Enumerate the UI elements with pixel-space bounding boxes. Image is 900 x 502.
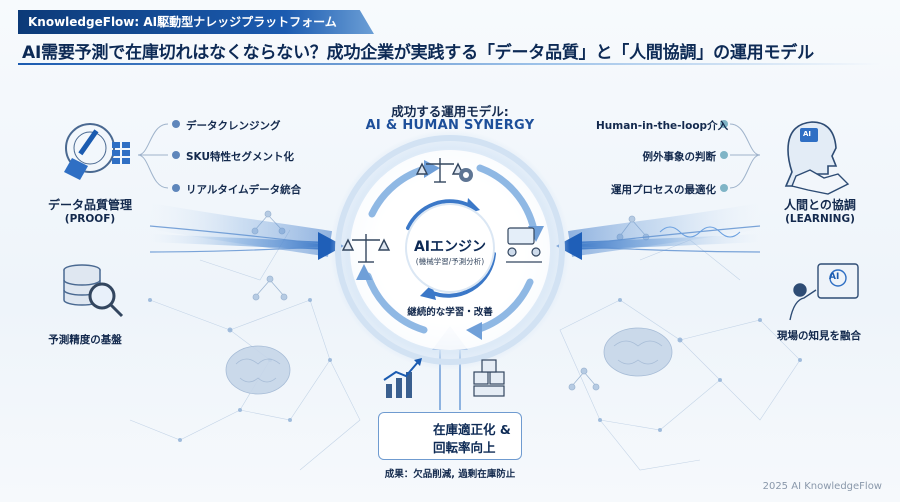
result-note: 成果：欠品削減, 過剰在庫防止 — [384, 469, 516, 480]
gear-icon-top — [459, 168, 473, 182]
left-item-sku-segmentation: SKU特性セグメント化 — [186, 151, 295, 163]
head-ai-label: AI — [803, 130, 812, 138]
ai-engine-title: AIエンジン — [413, 239, 487, 255]
result-box — [378, 412, 522, 460]
handshake-icon — [791, 169, 850, 195]
left-item-realtime-integration: リアルタイムデータ統合 — [186, 184, 302, 196]
scales-icon-left — [341, 234, 391, 263]
title-divider — [18, 63, 880, 65]
continuous-learning-label: 継続的な学習・改善 — [407, 307, 493, 318]
broom-icon — [64, 129, 99, 180]
center-model-subtitle: AI & HUMAN SYNERGY — [365, 118, 535, 133]
person-at-screen-icon — [789, 263, 859, 321]
boxes-icon — [473, 359, 505, 397]
ai-human-head-icon — [784, 121, 838, 187]
data-grid-icon — [112, 142, 130, 164]
right-section-subtitle: (LEARNING) — [785, 213, 855, 225]
left-section-title: データ品質管理 — [47, 198, 132, 212]
left-foundation-label: 予測精度の基盤 — [48, 334, 122, 346]
footer-copyright: 2025 AI KnowledgeFlow — [762, 481, 882, 492]
right-section-title: 人間との協調 — [784, 198, 856, 212]
result-line-1: 在庫適正化 & — [433, 422, 511, 437]
right-knowledge-label: 現場の知見を融合 — [777, 330, 861, 342]
left-item-data-cleansing: データクレンジング — [186, 120, 281, 132]
outer-cycle-arrows — [364, 164, 538, 334]
center-model-title: 成功する運用モデル: — [391, 104, 509, 119]
right-item-exception-judgment: 例外事象の判断 — [642, 151, 717, 163]
team-meeting-icon — [506, 227, 542, 263]
result-line-2: 回転率向上 — [433, 440, 496, 455]
brain-icon — [225, 345, 291, 395]
right-item-process-optimization: 運用プロセスの最適化 — [611, 184, 716, 196]
scales-icon-top — [415, 158, 465, 183]
right-item-human-in-the-loop: Human-in-the-loop介入 — [596, 120, 729, 132]
brand-tag: KnowledgeFlow: AI駆動型ナレッジプラットフォーム — [18, 10, 374, 34]
screen-ai-label: AI — [829, 272, 840, 282]
page-title: AI需要予測で在庫切れはなくならない？成功企業が実践する「データ品質」と「人間協… — [22, 43, 814, 63]
magnifier-icon — [88, 282, 124, 318]
ai-engine-subtitle: (機械学習/予測分析) — [415, 257, 485, 266]
left-section-subtitle: (PROOF) — [64, 213, 116, 225]
bar-chart-icon — [383, 358, 422, 398]
